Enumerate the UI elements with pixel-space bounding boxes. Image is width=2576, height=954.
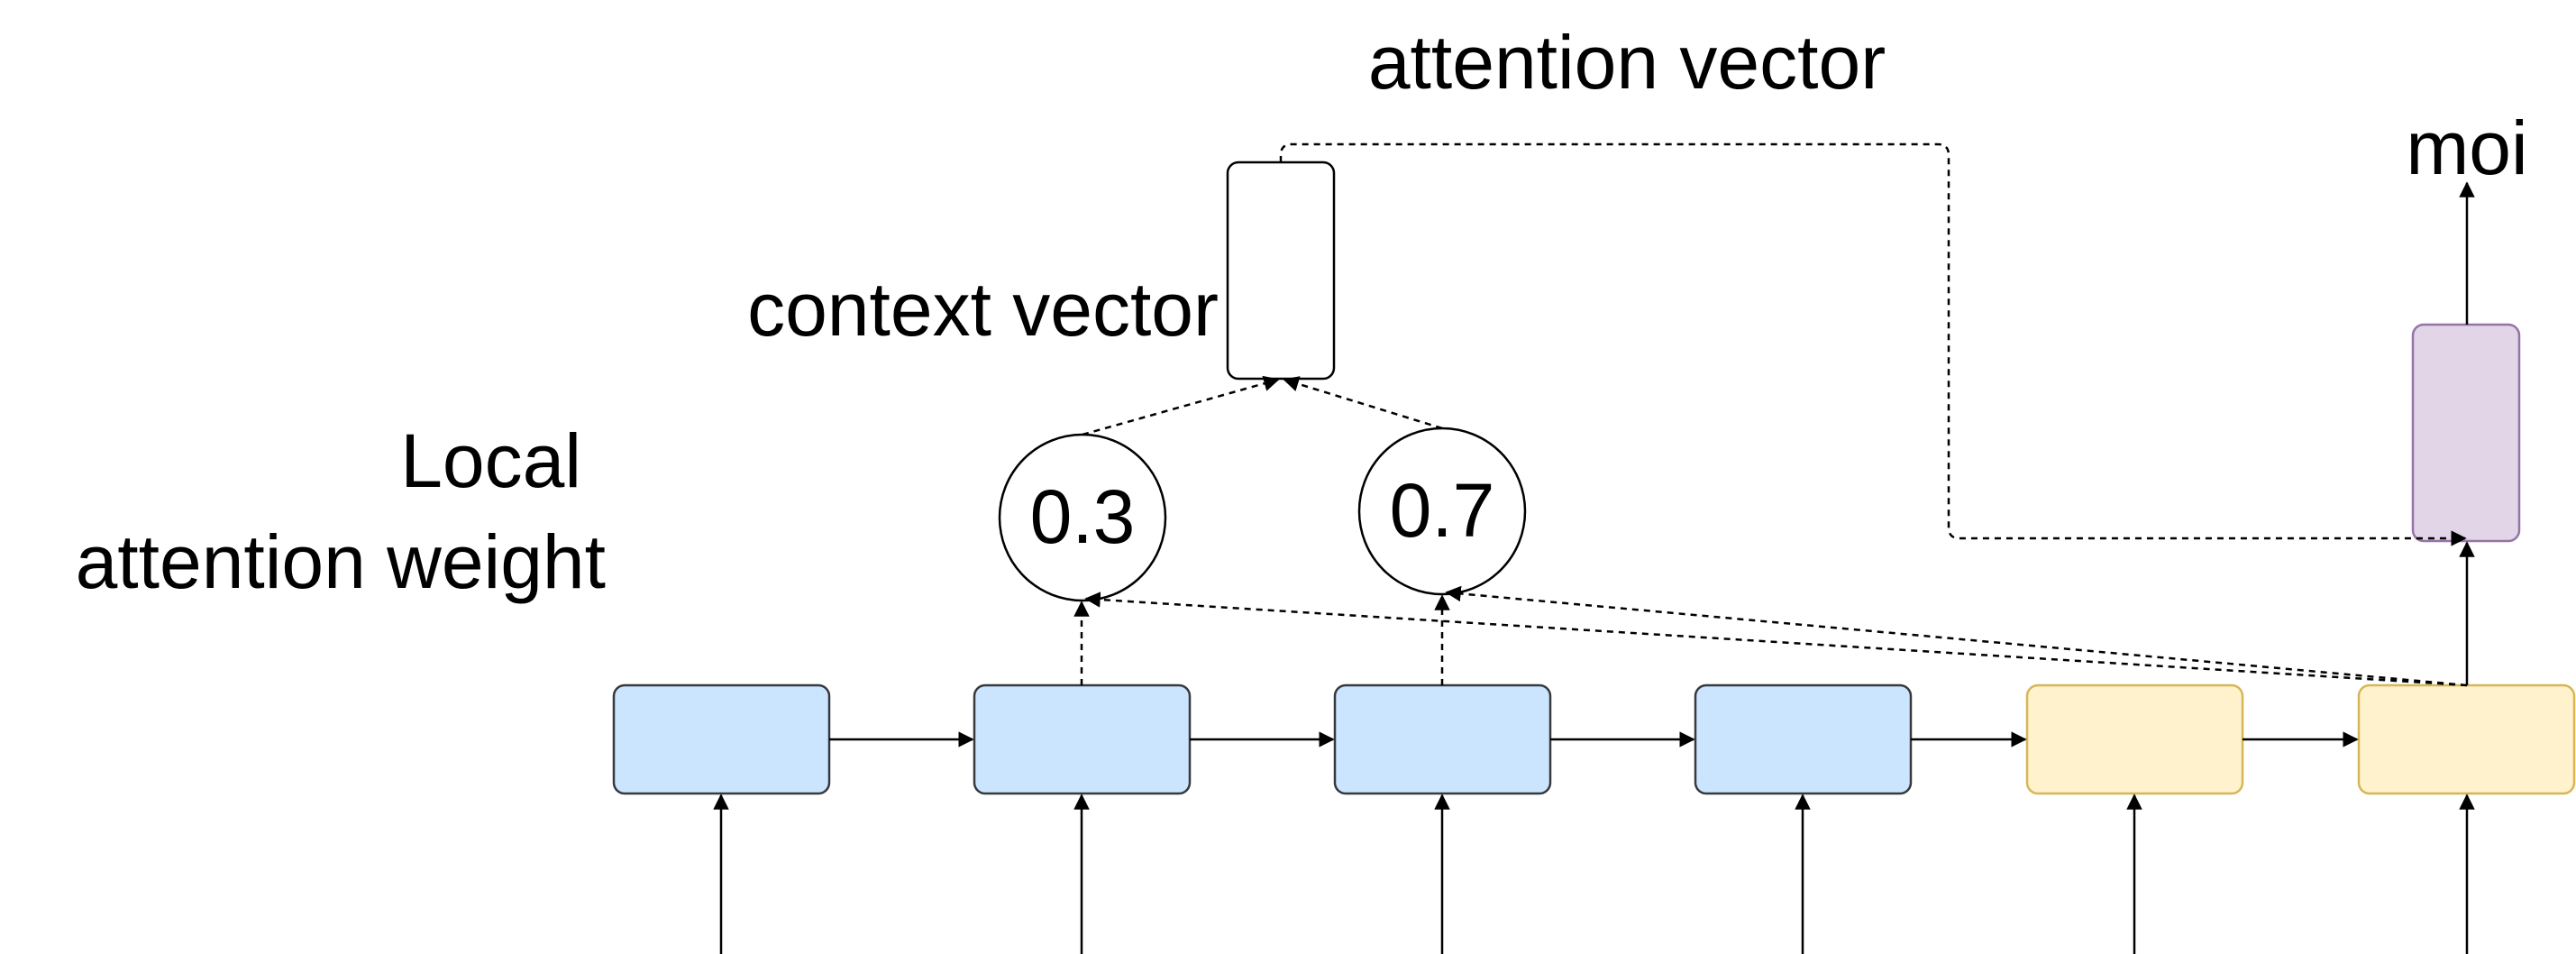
weight-2-to-context bbox=[1283, 376, 1443, 430]
attention-weight-value-2: 0.7 bbox=[1390, 468, 1495, 553]
local-attention-label-line1: Local bbox=[400, 418, 581, 503]
encoder-cell-4 bbox=[1694, 683, 1913, 795]
context-vector-label: context vector bbox=[747, 267, 1219, 352]
weight-1-to-context bbox=[1082, 375, 1280, 436]
decoder-cell-1 bbox=[2025, 683, 2244, 795]
attention-weight-value-1: 0.3 bbox=[1030, 474, 1136, 559]
decoder-to-weight-2 bbox=[1445, 585, 2468, 687]
encoder-cell-2 bbox=[973, 683, 1192, 795]
context-vector-box bbox=[1226, 161, 1336, 381]
encoder-cell-1 bbox=[612, 683, 831, 795]
encoder-cell-3 bbox=[1333, 683, 1552, 795]
attention-vector-label: attention vector bbox=[1368, 20, 1886, 105]
local-attention-label-line2: attention weight bbox=[76, 519, 606, 604]
output-token-label: moi bbox=[2406, 105, 2527, 190]
decoder-cell-2 bbox=[2357, 683, 2576, 795]
output-box bbox=[2411, 323, 2521, 543]
decoder-to-weight-1 bbox=[1084, 592, 2468, 687]
attention-vector-path bbox=[1279, 142, 2467, 546]
